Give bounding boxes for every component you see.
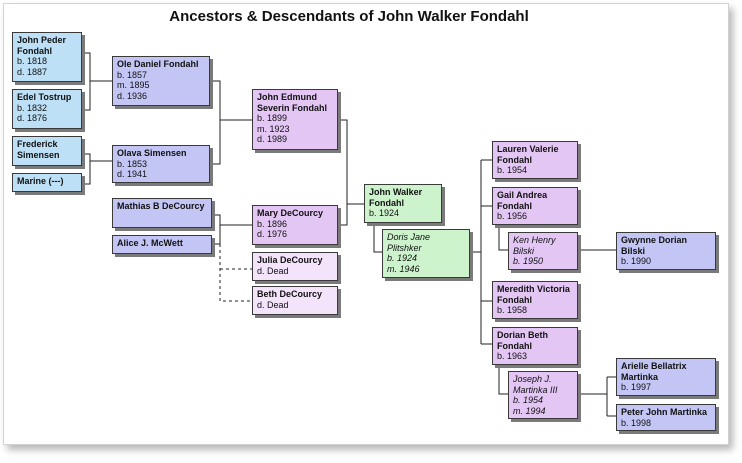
person-name: Beth DeCourcy <box>257 289 323 299</box>
connector-gail-spouse <box>498 227 508 251</box>
connector-mary-parents <box>212 214 254 245</box>
person-name: Frederick Simensen <box>17 139 60 160</box>
person-name: Gwynne Dorian Bilski <box>621 235 688 256</box>
person-birth: b. 1954 <box>497 165 528 175</box>
person-birth: b. 1832 <box>17 102 48 113</box>
person-marriage: m. 1994 <box>513 405 546 416</box>
person-birth: b. 1853 <box>117 158 148 169</box>
person-name: Gail Andrea Fondahl <box>497 190 548 211</box>
person-olava-simensen[interactable]: Olava Simensen b. 1853 d. 1941 <box>112 145 210 183</box>
connector-olava-parents <box>82 153 114 185</box>
chart-title: Ancestors & Descendants of John Walker F… <box>169 8 529 25</box>
person-birth: b. 1896 <box>257 218 288 229</box>
connector-ole-parents <box>82 52 114 111</box>
person-peter-john-martinka[interactable]: Peter John Martinka b. 1998 <box>616 404 716 431</box>
person-alice-mcwett[interactable]: Alice J. McWett <box>112 235 212 254</box>
person-name: Peter John Martinka <box>621 407 708 417</box>
person-death: d. 1887 <box>17 66 48 77</box>
person-beth-decourcy[interactable]: Beth DeCourcy d. Dead <box>252 286 338 315</box>
connector-dorian-spouse <box>498 366 508 395</box>
person-name: Mathias B DeCourcy <box>117 201 205 211</box>
person-name: Olava Simensen <box>117 148 187 158</box>
person-ken-henry-bilski[interactable]: Ken Henry Bilski b. 1950 <box>508 232 578 270</box>
person-birth: b. 1963 <box>497 351 528 361</box>
person-birth: b. 1924 <box>369 208 400 218</box>
person-birth: b. 1990 <box>621 256 652 266</box>
person-mathias-decourcy[interactable]: Mathias B DeCourcy <box>112 198 212 228</box>
person-birth: b. 1924 <box>387 253 418 263</box>
person-birth: b. 1998 <box>621 417 652 428</box>
person-gwynne-dorian-bilski[interactable]: Gwynne Dorian Bilski b. 1990 <box>616 232 716 270</box>
person-name: Arielle Bellatrix Martinka <box>621 361 687 382</box>
person-frederick-simensen[interactable]: Frederick Simensen <box>12 136 82 166</box>
person-name: John Peder Fondahl <box>17 35 67 56</box>
person-name: Lauren Valerie Fondahl <box>497 144 559 165</box>
person-birth: b. 1958 <box>497 305 528 315</box>
person-name: Mary DeCourcy <box>257 208 324 218</box>
connector-spouse <box>373 223 382 253</box>
person-arielle-bellatrix-martinka[interactable]: Arielle Bellatrix Martinka b. 1997 <box>616 358 716 396</box>
person-birth: b. 1857 <box>117 69 148 80</box>
person-death: d. 1941 <box>117 169 148 179</box>
person-julia-decourcy[interactable]: Julia DeCourcy d. Dead <box>252 252 338 281</box>
person-marriage: m. 1923 <box>257 123 290 134</box>
chart-frame: Ancestors & Descendants of John Walker F… <box>3 3 729 445</box>
person-edel-tostrup[interactable]: Edel Tostrup b. 1832 d. 1876 <box>12 89 82 129</box>
connector-children-trunk <box>480 159 492 345</box>
person-name: Marine (---) <box>17 176 64 186</box>
person-meredith-victoria-fondahl[interactable]: Meredith Victoria Fondahl b. 1958 <box>492 281 578 319</box>
person-birth: b. 1956 <box>497 211 528 221</box>
person-john-peder-fondahl[interactable]: John Peder Fondahl b. 1818 d. 1887 <box>12 32 82 82</box>
person-ole-daniel-fondahl[interactable]: Ole Daniel Fondahl b. 1857 m. 1895 d. 19… <box>112 56 210 106</box>
person-name: Ken Henry Bilski <box>513 235 556 256</box>
connector-subject-parents <box>338 119 364 226</box>
person-death: d. Dead <box>257 265 289 276</box>
person-name: Dorian Beth Fondahl <box>497 330 549 351</box>
person-lauren-valerie-fondahl[interactable]: Lauren Valerie Fondahl b. 1954 <box>492 141 578 179</box>
person-dorian-beth-fondahl[interactable]: Dorian Beth Fondahl b. 1963 <box>492 327 578 365</box>
person-doris-jane-plitshker[interactable]: Doris Jane Plitshker b. 1924 m. 1946 <box>382 229 470 278</box>
connector-john-edmund-parents <box>210 80 254 165</box>
connector-lines <box>82 52 616 417</box>
person-death: d. 1936 <box>117 90 148 101</box>
person-john-edmund-severin-fondahl[interactable]: John Edmund Severin Fondahl b. 1899 m. 1… <box>252 89 338 150</box>
person-name: Doris Jane Plitshker <box>387 232 431 253</box>
person-death: d. 1976 <box>257 229 288 239</box>
person-marriage: m. 1946 <box>387 263 420 274</box>
person-joseph-j-martinka-iii[interactable]: Joseph J. Martinka III b. 1954 m. 1994 <box>508 371 578 419</box>
connector-sisters <box>219 244 254 302</box>
person-birth: b. 1950 <box>513 256 544 266</box>
person-name: Julia DeCourcy <box>257 255 323 265</box>
person-death: d. Dead <box>257 299 289 310</box>
person-john-walker-fondahl[interactable]: John Walker Fondahl b. 1924 <box>364 184 442 223</box>
person-name: Meredith Victoria Fondahl <box>497 284 570 305</box>
person-marine[interactable]: Marine (---) <box>12 173 82 192</box>
person-death: d. 1989 <box>257 134 288 144</box>
person-birth: b. 1997 <box>621 382 652 392</box>
person-birth: b. 1818 <box>17 56 48 66</box>
connector-martinka-children <box>577 376 616 417</box>
person-name: Edel Tostrup <box>17 92 72 102</box>
person-name: Ole Daniel Fondahl <box>117 59 199 69</box>
person-name: Alice J. McWett <box>117 238 183 248</box>
person-name: Joseph J. Martinka III <box>513 374 558 395</box>
person-name: John Walker Fondahl <box>369 187 423 208</box>
person-birth: b. 1899 <box>257 113 288 123</box>
person-gail-andrea-fondahl[interactable]: Gail Andrea Fondahl b. 1956 <box>492 187 578 225</box>
person-birth: b. 1954 <box>513 395 544 405</box>
person-death: d. 1876 <box>17 113 48 123</box>
person-name: John Edmund Severin Fondahl <box>257 92 328 113</box>
person-mary-decourcy[interactable]: Mary DeCourcy b. 1896 d. 1976 <box>252 205 338 245</box>
person-marriage: m. 1895 <box>117 80 150 90</box>
